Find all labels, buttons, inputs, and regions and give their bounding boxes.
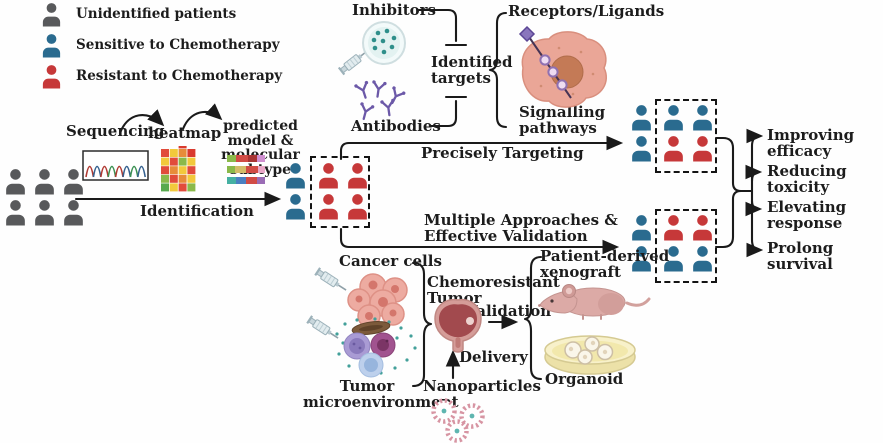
legend: Unidentified patients Sensitive to Chemo… (40, 2, 282, 88)
precisely-targeting-label: Precisely Targeting (421, 144, 584, 162)
tumor-microenvironment-icon (335, 317, 417, 378)
identified-targets-label: Identified targets (431, 53, 513, 87)
legend-label: Sensitive to Chemotherapy (76, 37, 280, 53)
person-icon (348, 163, 367, 189)
unidentified-patient-group (3, 168, 86, 226)
receptors-ligands-label: Receptors/Ligands (508, 2, 665, 20)
person-icon (64, 169, 83, 195)
resistant-cohort-box (310, 156, 370, 228)
arrow-outcome-4 (746, 189, 764, 258)
person-icon (632, 215, 651, 241)
person-icon (35, 169, 54, 195)
person-icon (35, 200, 54, 226)
person-icon (664, 105, 683, 131)
nanoparticles-icon (431, 398, 485, 443)
outcome-elevating-response: Elevating response (767, 198, 847, 232)
resistant-person-icon (40, 64, 63, 89)
heatmap-label: heatmap (148, 124, 222, 142)
sensitive-person-icon (40, 33, 63, 58)
legend-row-unidentified: Unidentified patients (40, 2, 282, 26)
person-icon (693, 105, 712, 131)
sequencing-label: Sequencing (66, 122, 165, 140)
legend-row-resistant: Resistant to Chemotherapy (40, 64, 282, 88)
outcome-reducing-toxicity: Reducing toxicity (767, 162, 847, 196)
organoid-label: Organoid (545, 370, 624, 388)
identification-label: Identification (140, 202, 254, 220)
tumor-microenvironment-label: Tumor microenvironment (303, 377, 459, 411)
organoid-dish-icon (544, 335, 636, 375)
validation-label: Validation (466, 302, 552, 320)
person-icon (286, 194, 305, 220)
person-icon (664, 246, 683, 272)
cancer-cells-icon (347, 273, 408, 328)
person-icon (632, 136, 651, 162)
brace-tumor-inputs (411, 261, 433, 388)
signalling-pathways-label: Signalling pathways (519, 103, 606, 137)
outcome-improving-efficacy: Improving efficacy (767, 126, 855, 160)
bottom-result-box (655, 209, 717, 283)
line-antibodies (429, 99, 458, 128)
antibodies-icon (352, 78, 408, 122)
top-result-sensitive-column (629, 104, 654, 162)
person-icon (693, 215, 712, 241)
person-icon (42, 2, 61, 26)
sequencing-chromatogram-icon (82, 150, 149, 181)
patient-derived-xenograft-label: Patient-derived xenograft (540, 247, 670, 281)
person-icon (42, 33, 61, 57)
arrow-sequencing-to-heatmap (118, 109, 165, 135)
top-result-people (661, 104, 715, 162)
person-icon (319, 163, 338, 189)
arrow-precisely-targeting (339, 135, 624, 161)
antibodies-label: Antibodies (351, 117, 441, 135)
bottom-result-people (661, 214, 715, 272)
person-icon (664, 215, 683, 241)
nanoparticles-label: Nanoparticles (423, 377, 541, 395)
mid-sensitive-column (283, 162, 308, 220)
person-icon (632, 105, 651, 131)
brace-models (523, 255, 543, 381)
bracket-top-group (714, 136, 743, 193)
person-icon (6, 200, 25, 226)
cancer-cells-label: Cancer cells (339, 252, 442, 270)
legend-row-sensitive: Sensitive to Chemotherapy (40, 33, 282, 57)
unidentified-person-icon (40, 2, 63, 27)
line-inhibitors (417, 8, 458, 43)
inhibitors-label: Inhibitors (352, 1, 436, 19)
arrow-outcome-1 (746, 128, 764, 193)
person-icon (664, 136, 683, 162)
person-icon (693, 246, 712, 272)
arrow-multiple-approaches (339, 227, 620, 255)
person-icon (319, 194, 338, 220)
person-icon (6, 169, 25, 195)
brace-identified-targets (488, 11, 508, 129)
heatmap-icon (161, 146, 196, 192)
resistant-cohort-people (316, 162, 370, 220)
bracket-bottom-group (714, 189, 743, 249)
inhibitor-dish-icon (362, 21, 406, 65)
person-icon (693, 136, 712, 162)
legend-label: Resistant to Chemotherapy (76, 68, 283, 84)
person-icon (42, 64, 61, 88)
receptor-cell-icon (518, 25, 607, 108)
outcome-prolong-survival: Prolong survival (767, 239, 834, 273)
top-result-box (655, 99, 717, 173)
chemoresistant-tumor-icon (434, 298, 482, 353)
multiple-approaches-label: Multiple Approaches & Effective Validati… (424, 211, 618, 245)
delivery-label: Delivery (459, 348, 528, 366)
legend-label: Unidentified patients (76, 6, 237, 22)
bottom-result-sensitive-column (629, 214, 654, 272)
molecular-subtype-bars-icon (227, 155, 265, 184)
person-icon (348, 194, 367, 220)
xenograft-mouse-icon (538, 284, 651, 320)
person-icon (632, 246, 651, 272)
arrow-heatmap-to-model (181, 103, 223, 131)
person-icon (286, 163, 305, 189)
person-icon (64, 200, 83, 226)
arrow-outcome-2 (745, 164, 763, 183)
